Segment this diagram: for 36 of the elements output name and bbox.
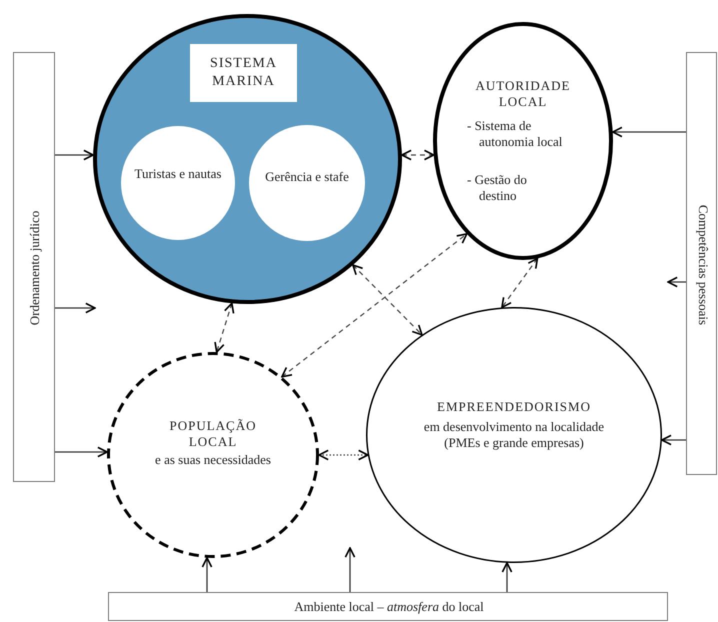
arrow bbox=[55, 150, 94, 160]
list-item: - Gestão do destino bbox=[467, 172, 528, 204]
heading-label: EMPREENDEDORISMO bbox=[436, 399, 592, 416]
node-label: Ambiente local – atmosfera do local bbox=[293, 599, 485, 616]
arrow bbox=[667, 276, 686, 288]
double-arrow bbox=[318, 450, 369, 460]
node-label: e as suas necessidades bbox=[154, 452, 272, 468]
node-label: Gerência e stafe bbox=[264, 169, 350, 186]
double-arrow bbox=[281, 233, 468, 378]
entrepreneurship-ellipse bbox=[366, 307, 662, 563]
side-panel bbox=[13, 52, 55, 482]
node-label: em desenvolvimento na localidade (PMEs e grande empresas) bbox=[422, 419, 606, 452]
heading-label: SISTEMA MARINA bbox=[190, 44, 297, 102]
arrow bbox=[202, 557, 212, 592]
side-panel bbox=[686, 52, 717, 475]
arrow bbox=[344, 547, 356, 592]
inner-circle bbox=[249, 125, 365, 241]
side-label: Ordenamento jurídico bbox=[26, 210, 43, 326]
node-label: Turistas e nautas bbox=[134, 166, 222, 182]
side-label: Competências pessoais bbox=[694, 204, 711, 325]
system-circle bbox=[93, 14, 402, 304]
double-arrow bbox=[401, 150, 434, 160]
double-arrow bbox=[214, 302, 234, 353]
list-item: - Sistema de autonomia local bbox=[467, 118, 564, 150]
double-arrow bbox=[352, 264, 423, 336]
arrow bbox=[661, 434, 686, 446]
inner-circle bbox=[121, 126, 235, 240]
arrow bbox=[612, 126, 686, 138]
arrow bbox=[502, 562, 512, 592]
heading-label: AUTORIDADE LOCAL bbox=[474, 78, 572, 110]
environment-box bbox=[108, 592, 668, 621]
authority-circle bbox=[433, 22, 613, 260]
double-arrow bbox=[501, 258, 538, 308]
population-circle bbox=[107, 352, 319, 558]
arrow bbox=[55, 446, 108, 458]
arrow bbox=[55, 302, 96, 314]
